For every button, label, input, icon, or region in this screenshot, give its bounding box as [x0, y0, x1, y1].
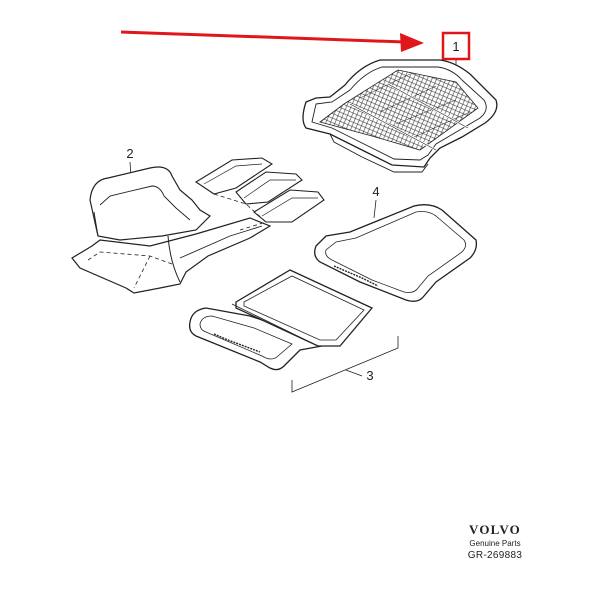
brand-logo: VOLVO	[469, 522, 521, 537]
front-mats	[188, 269, 374, 371]
brand-subtitle: Genuine Parts	[469, 539, 521, 548]
callout-4: 4	[372, 184, 379, 199]
front-floor-tray	[71, 157, 325, 294]
leader-line-4	[373, 199, 377, 219]
brand-block: VOLVO Genuine Parts GR-269883	[430, 522, 560, 563]
cargo-mat	[302, 59, 498, 173]
rear-mat-right	[314, 204, 478, 302]
callout-1: 1	[452, 39, 459, 54]
callout-2: 2	[126, 146, 133, 161]
diagram-code: GR-269883	[467, 550, 523, 561]
bracket-3	[291, 336, 399, 393]
highlight-box	[441, 31, 471, 61]
callout-3: 3	[366, 368, 373, 383]
highlight-arrow	[120, 30, 424, 52]
